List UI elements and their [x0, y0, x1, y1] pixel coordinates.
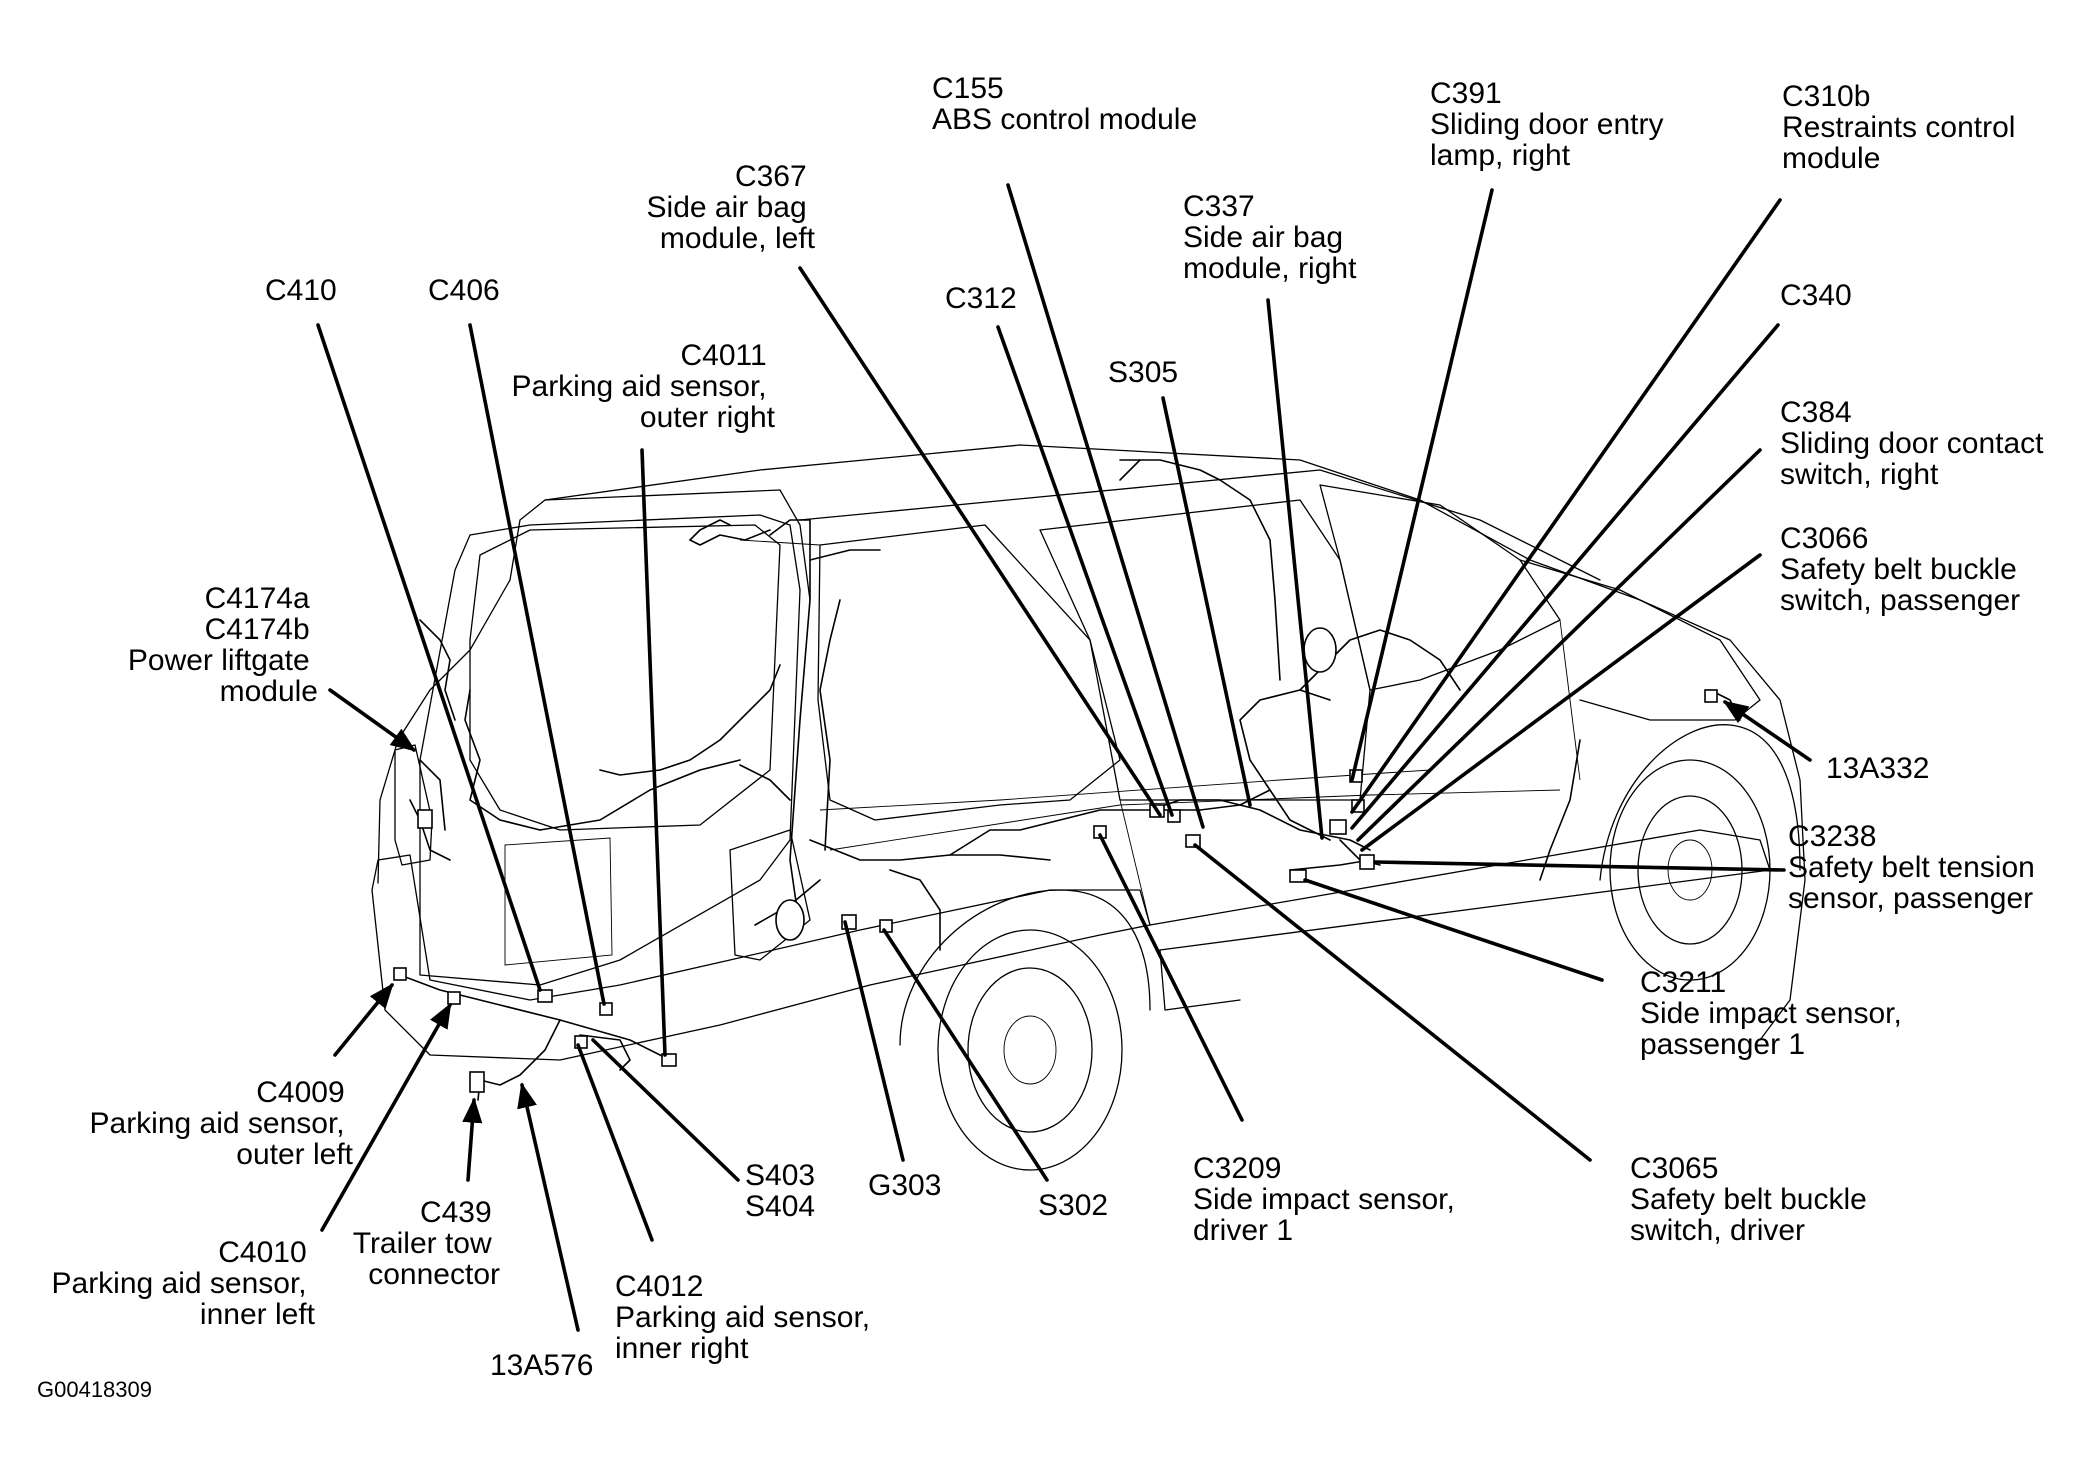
connector-c3238: [1359, 854, 1375, 870]
leader-c155: [1006, 183, 1205, 829]
harness-connectors: [393, 627, 1718, 1093]
leader-c391: [1350, 188, 1494, 782]
leader-s403: [591, 1038, 740, 1182]
leader-c312: [996, 325, 1174, 817]
label-s302: S302: [1038, 1189, 1108, 1222]
leader-c3066: [1360, 553, 1762, 852]
leader-13a576: [517, 1082, 580, 1332]
label-c312: C312: [945, 282, 1017, 315]
minivan-outline: [371, 444, 1806, 1171]
label-c3211: C3211 Side impact sensor, passenger 1: [1640, 966, 1910, 1061]
connector-c4010: [447, 991, 461, 1005]
callout-labels: C155 ABS control module C391 Sliding doo…: [37, 72, 2052, 1402]
label-c4011: C4011 Parking aid sensor, outer right: [512, 339, 776, 434]
rear-wheel: [937, 929, 1123, 1171]
label-c337: C337 Side air bag module, right: [1183, 190, 1357, 285]
label-c384: C384 Sliding door contact switch, right: [1780, 396, 2052, 491]
label-c4010: C4010 Parking aid sensor, inner left: [52, 1236, 316, 1331]
label-c439: C439 Trailer tow connector: [353, 1196, 500, 1291]
leader-c367: [798, 266, 1162, 817]
label-13a576: 13A576: [490, 1349, 593, 1382]
leader-c4010: [320, 1002, 452, 1232]
label-c391: C391 Sliding door entry lamp, right: [1430, 77, 1672, 172]
label-g303: G303: [868, 1169, 941, 1202]
rear-wheel-arch: [899, 889, 1151, 1046]
leader-s302: [882, 928, 1049, 1182]
leader-c337: [1266, 298, 1324, 840]
label-c310b: C310b Restraints control module: [1782, 80, 2024, 175]
label-c155: C155 ABS control module: [932, 72, 1197, 136]
tail-lamp-right: [729, 829, 811, 961]
label-c340: C340: [1780, 279, 1852, 312]
connector-c3211: [1289, 869, 1307, 883]
side-window-middle: [1039, 499, 1371, 801]
front-wheel-arch: [1599, 724, 1801, 881]
label-c3065: C3065 Safety belt buckle switch, driver: [1630, 1152, 1875, 1247]
rear-window: [469, 524, 781, 831]
label-c3209: C3209 Side impact sensor, driver 1: [1193, 1152, 1463, 1247]
connector-c4009: [393, 967, 407, 981]
leader-c4012: [576, 1043, 654, 1242]
leader-c340: [1350, 323, 1780, 830]
wiring-harness: [399, 459, 1741, 1101]
leader-c439: [462, 1097, 483, 1182]
side-window-front: [1319, 484, 1561, 691]
label-c410: C410: [265, 274, 337, 307]
label-c4174: C4174a C4174b Power liftgate module: [128, 582, 318, 708]
leader-c410: [316, 323, 542, 992]
label-c367: C367 Side air bag module, left: [647, 160, 816, 255]
connector-c4174: [417, 809, 433, 829]
leader-13a332: [1722, 700, 1812, 762]
leader-lines: [316, 183, 1812, 1332]
connector-round-liftgate: [775, 899, 805, 941]
leader-c384: [1356, 448, 1762, 842]
label-c4009: C4009 Parking aid sensor, outer left: [90, 1076, 354, 1171]
leader-c3211: [1303, 878, 1604, 982]
leader-s305: [1161, 396, 1252, 807]
leader-c4009: [333, 983, 394, 1057]
connector-c410: [537, 989, 553, 1003]
leader-c4174: [328, 688, 417, 752]
leader-g303: [843, 920, 905, 1162]
label-13a332: 13A332: [1826, 752, 1929, 785]
figure-id: G00418309: [37, 1377, 152, 1402]
rear-bumper: [371, 854, 1151, 1061]
leader-c310b: [1350, 198, 1782, 814]
connector-c439: [469, 1071, 485, 1093]
side-window-rear: [817, 524, 1121, 821]
label-s305: S305: [1108, 356, 1178, 389]
leader-c3238: [1373, 860, 1786, 872]
leader-c3209: [1098, 833, 1244, 1122]
tail-lamp-left: [394, 744, 433, 866]
label-s403: S403 S404: [745, 1159, 823, 1223]
connector-c406: [599, 1002, 613, 1016]
leader-c3065: [1193, 843, 1592, 1162]
label-c406: C406: [428, 274, 500, 307]
label-c4012: C4012 Parking aid sensor, inner right: [615, 1270, 879, 1365]
leader-c406: [468, 323, 606, 1006]
connector-c4011: [661, 1053, 677, 1067]
label-c3238: C3238 Safety belt tension sensor, passen…: [1788, 820, 2043, 915]
leader-c4011: [640, 448, 667, 1057]
connector-cluster-right: [1329, 819, 1347, 835]
connector-13a332: [1704, 689, 1718, 703]
connector-round-roof: [1303, 627, 1337, 673]
label-c3066: C3066 Safety belt buckle switch, passeng…: [1780, 522, 2025, 617]
